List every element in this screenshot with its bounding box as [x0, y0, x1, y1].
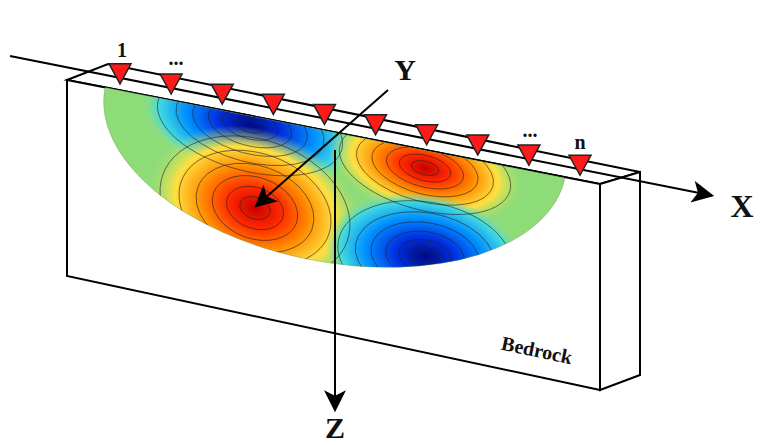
contour-ring — [203, 164, 307, 252]
contour-ring — [365, 214, 484, 299]
receiver-triangle — [416, 125, 438, 145]
axis-label: X — [730, 190, 753, 222]
negative-anomaly — [316, 178, 534, 335]
receiver-number: n — [574, 132, 585, 152]
receiver-triangle — [518, 145, 540, 165]
contour-ring — [329, 188, 521, 325]
x-axis — [10, 56, 712, 196]
contour-ring — [237, 192, 274, 223]
axis-label: Z — [325, 413, 345, 443]
receiver-triangle — [109, 64, 131, 84]
y-axis — [256, 90, 388, 206]
contour-ring — [396, 235, 454, 276]
axis-label: Y — [394, 55, 416, 85]
contour-ring — [348, 201, 502, 311]
receiver-triangle — [365, 115, 387, 135]
contour-ring — [410, 245, 441, 267]
receiver-triangle — [569, 155, 591, 175]
receiver-triangle — [211, 84, 233, 104]
contour-ring — [183, 148, 326, 269]
receiver-row — [109, 64, 591, 175]
positive-anomaly — [125, 97, 385, 319]
contour-ring — [163, 130, 348, 286]
receiver-triangle — [313, 104, 335, 124]
z-axis — [334, 150, 336, 410]
ellipsis-mark: ... — [523, 120, 538, 140]
anomaly-field — [90, 43, 590, 360]
contour-lines — [140, 56, 521, 324]
ellipsis-mark: ... — [169, 48, 184, 68]
box-side-face — [600, 172, 640, 390]
receiver-triangle — [467, 135, 489, 155]
contour-ring — [146, 56, 353, 194]
receiver-triangle — [160, 74, 182, 94]
contour-ring — [382, 139, 468, 196]
receiver-number: 1 — [117, 40, 127, 60]
contour-ring — [410, 158, 441, 178]
receiver-triangle — [262, 94, 284, 114]
contour-ring — [220, 179, 289, 237]
contour-ring — [348, 117, 501, 218]
contour-ring — [233, 114, 266, 136]
contour-ring — [382, 225, 468, 287]
